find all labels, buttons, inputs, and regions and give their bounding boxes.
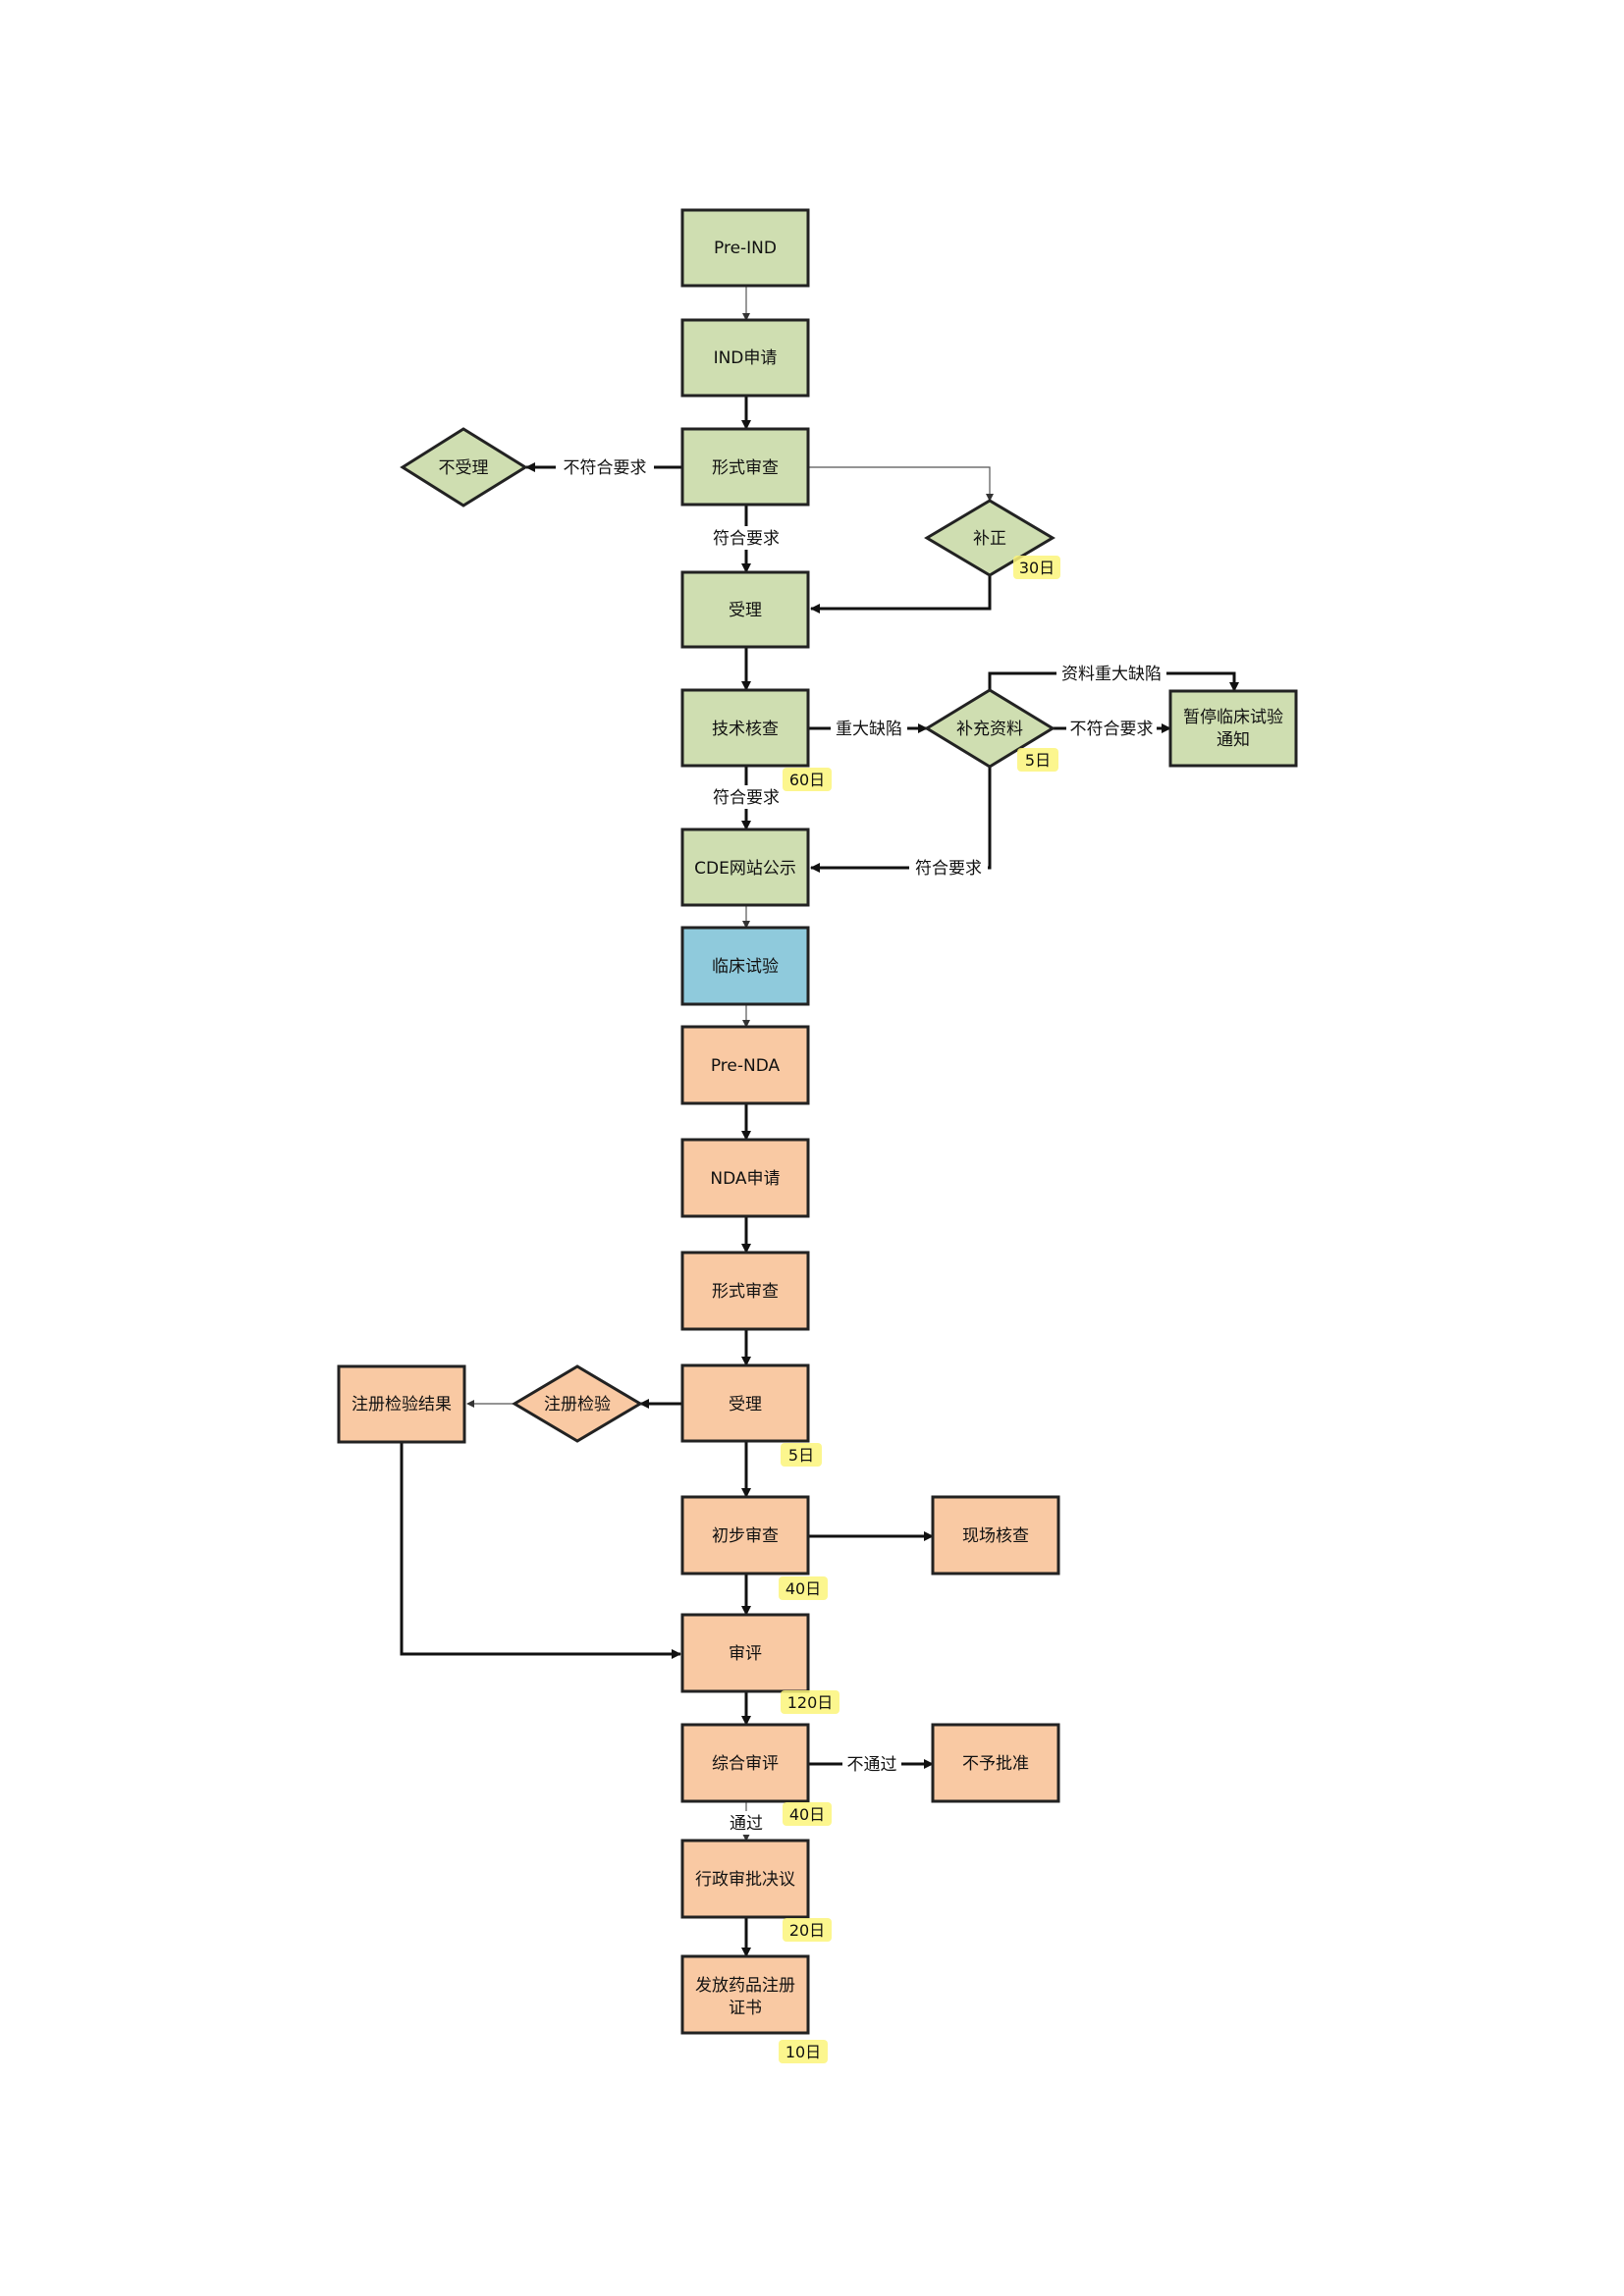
node-pre-ind: Pre-IND: [680, 208, 810, 288]
edge-supplement-to-cde: [810, 766, 992, 873]
duration-correction: 30日: [1013, 556, 1060, 579]
node-clinical-trial-label: 临床试验: [712, 957, 779, 977]
node-certificate-label-line2: 证书: [729, 1999, 762, 2018]
node-pre-ind-label: Pre-IND: [714, 239, 777, 258]
node-pre-nda: Pre-NDA: [680, 1025, 810, 1105]
duration-supplement-text: 5日: [1025, 751, 1051, 770]
node-correction-label: 补正: [973, 529, 1006, 549]
node-admin-decision-label: 行政审批决议: [695, 1870, 795, 1890]
node-evaluation-label: 审评: [729, 1644, 762, 1664]
label-major-defect: 重大缺陷: [836, 720, 902, 739]
node-cde-publish-label: CDE网站公示: [694, 859, 796, 879]
duration-admin-decision: 20日: [783, 1918, 832, 1942]
node-site-check-label: 现场核查: [962, 1526, 1029, 1546]
duration-evaluation-text: 120日: [787, 1693, 834, 1712]
node-reject-decision: 不受理: [400, 427, 528, 507]
node-tech-check: 技术核查: [680, 688, 810, 768]
duration-correction-text: 30日: [1019, 559, 1055, 577]
node-accept-1: 受理: [680, 570, 810, 649]
node-nda-application: NDA申请: [680, 1138, 810, 1218]
node-reg-test-result-label: 注册检验结果: [352, 1395, 452, 1415]
edge-result-to-eval: [400, 1443, 681, 1659]
node-certificate: 发放药品注册 证书: [680, 1954, 810, 2035]
edge-formal1-to-correction: [809, 466, 994, 502]
duration-evaluation: 120日: [781, 1690, 839, 1714]
duration-tech-check: 60日: [783, 768, 832, 791]
label-not-compliant-1: 不符合要求: [564, 458, 647, 478]
node-pre-nda-label: Pre-NDA: [711, 1056, 781, 1076]
node-not-approved-label: 不予批准: [962, 1754, 1029, 1774]
duration-prelim-review: 40日: [779, 1576, 828, 1600]
node-supplement-label: 补充资料: [956, 720, 1023, 739]
duration-certificate: 10日: [779, 2040, 828, 2063]
node-suspend-notice: 暂停临床试验 通知: [1168, 689, 1298, 768]
node-evaluation: 审评: [680, 1613, 810, 1693]
node-reg-test-decision: 注册检验: [512, 1364, 643, 1443]
duration-certificate-text: 10日: [785, 2043, 821, 2061]
node-reg-test-result: 注册检验结果: [337, 1364, 466, 1444]
duration-admin-decision-text: 20日: [789, 1921, 825, 1940]
edge-correction-to-accept1: [810, 576, 992, 614]
node-site-check: 现场核查: [931, 1495, 1060, 1575]
node-formal-review-2: 形式审查: [680, 1251, 810, 1331]
duration-comprehensive: 40日: [783, 1802, 832, 1826]
duration-prelim-review-text: 40日: [785, 1579, 821, 1598]
label-not-passed: 不通过: [847, 1755, 897, 1775]
node-formal-review-1: 形式审查: [680, 427, 810, 507]
label-not-compliant-2: 不符合要求: [1070, 720, 1154, 739]
label-passed: 通过: [730, 1814, 763, 1834]
node-nda-application-label: NDA申请: [710, 1169, 780, 1189]
edge-labels: 不符合要求 符合要求 重大缺陷 资料重大缺陷 不符合要求 符合要求 符合要求 不…: [556, 454, 1166, 1835]
node-supplement-decision: 补充资料: [924, 688, 1056, 769]
node-ind-application-label: IND申请: [714, 348, 778, 368]
duration-supplement: 5日: [1017, 748, 1058, 772]
node-suspend-label-line2: 通知: [1217, 730, 1250, 750]
label-data-major-defect: 资料重大缺陷: [1061, 665, 1162, 684]
node-clinical-trial: 临床试验: [680, 926, 810, 1006]
label-compliant-3: 符合要求: [915, 859, 982, 879]
node-comprehensive-label: 综合审评: [712, 1754, 779, 1774]
node-accept-2-label: 受理: [729, 1395, 762, 1415]
node-reg-test-label: 注册检验: [544, 1395, 611, 1415]
duration-accept-2: 5日: [781, 1443, 822, 1467]
duration-accept-2-text: 5日: [788, 1446, 814, 1465]
duration-tech-check-text: 60日: [789, 771, 825, 789]
duration-comprehensive-text: 40日: [789, 1805, 825, 1824]
node-prelim-review: 初步审查: [680, 1495, 810, 1575]
label-compliant-2: 符合要求: [713, 788, 780, 808]
node-comprehensive-review: 综合审评: [680, 1723, 810, 1803]
node-formal-review-1-label: 形式审查: [712, 458, 779, 478]
node-suspend-label-line1: 暂停临床试验: [1183, 708, 1283, 727]
node-admin-decision: 行政审批决议: [680, 1839, 810, 1919]
node-accept-1-label: 受理: [729, 601, 762, 620]
duration-badges: 30日 60日 5日 5日 40日 120日 40日 20日: [779, 556, 1060, 2063]
node-tech-check-label: 技术核查: [712, 720, 779, 739]
node-formal-review-2-label: 形式审查: [712, 1282, 779, 1302]
node-reject-label: 不受理: [439, 458, 489, 478]
node-ind-application: IND申请: [680, 318, 810, 398]
node-certificate-label-line1: 发放药品注册: [695, 1976, 795, 1996]
label-compliant-1: 符合要求: [713, 529, 780, 549]
node-prelim-review-label: 初步审查: [712, 1526, 779, 1546]
node-accept-2: 受理: [680, 1363, 810, 1443]
node-not-approved: 不予批准: [931, 1723, 1060, 1803]
node-cde-publish: CDE网站公示: [680, 828, 810, 907]
